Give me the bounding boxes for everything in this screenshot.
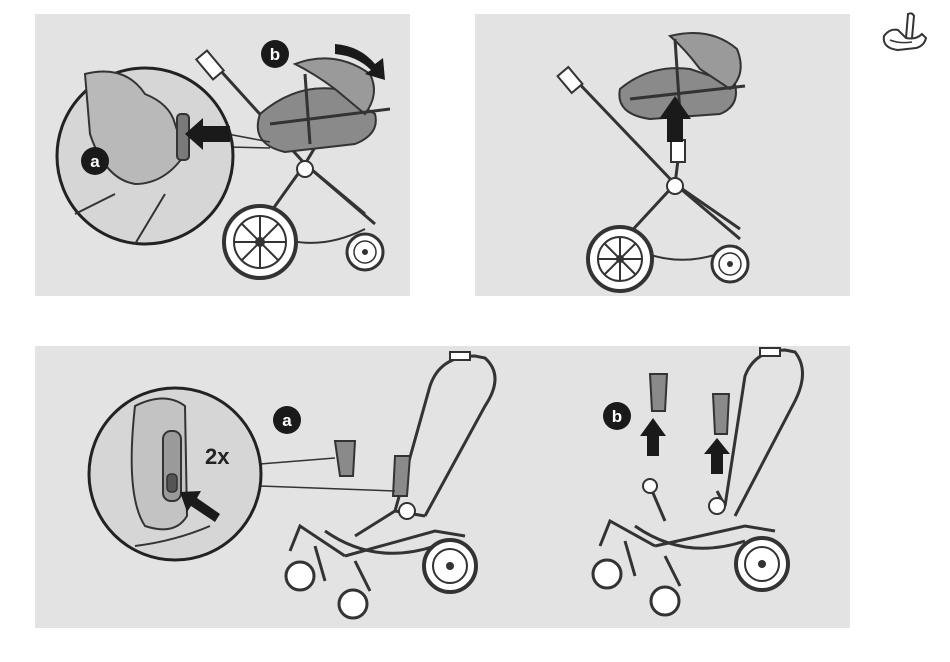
removed-adapter-2 [713,394,729,434]
zoom-lines [260,458,395,491]
badge-a-label: a [282,411,292,430]
front-wheel [347,234,383,270]
seat-adapter [671,140,685,162]
rear-wheel-left [424,540,476,592]
frame-hinge [297,161,313,177]
stroller-handle [558,67,583,93]
handlebar-grip-left [450,352,470,360]
front-wheels-right [593,560,679,615]
badge-a-label: a [90,152,100,171]
step-panel-remove-adapters: 2x a b [35,346,850,628]
remove-adapters-illustration: 2x a b [35,346,850,628]
frame-hinge [667,178,683,194]
press-count-label: 2x [205,444,230,469]
lift-arrow-1 [640,418,666,456]
release-seat-illustration: a b [35,14,410,296]
handlebar-grip-right [760,348,780,356]
lift-arrow-2 [704,438,730,474]
front-wheels-left [286,562,367,618]
badge-a: a [81,147,109,175]
badge-b: b [261,40,289,68]
infant-car-seat-icon [876,10,936,58]
removed-adapter-1 [650,374,667,411]
badge-b-label: b [612,407,622,426]
step-panel-release-seat: a b [35,14,410,296]
badge-b: b [603,402,631,430]
rear-wheel [224,206,296,278]
adapter-left-1 [335,441,355,476]
infant-seat [619,33,745,119]
badge-a: a [273,406,301,434]
rear-wheel [588,227,652,291]
rear-wheel-right [736,538,788,590]
front-wheel [712,246,748,282]
adapter-button-zoom [89,388,261,560]
stroller-handle [196,51,223,80]
step-panel-lift-seat [475,14,850,296]
badge-b-label: b [270,45,280,64]
lift-seat-illustration [475,14,850,296]
adapter-left-2 [393,456,410,496]
